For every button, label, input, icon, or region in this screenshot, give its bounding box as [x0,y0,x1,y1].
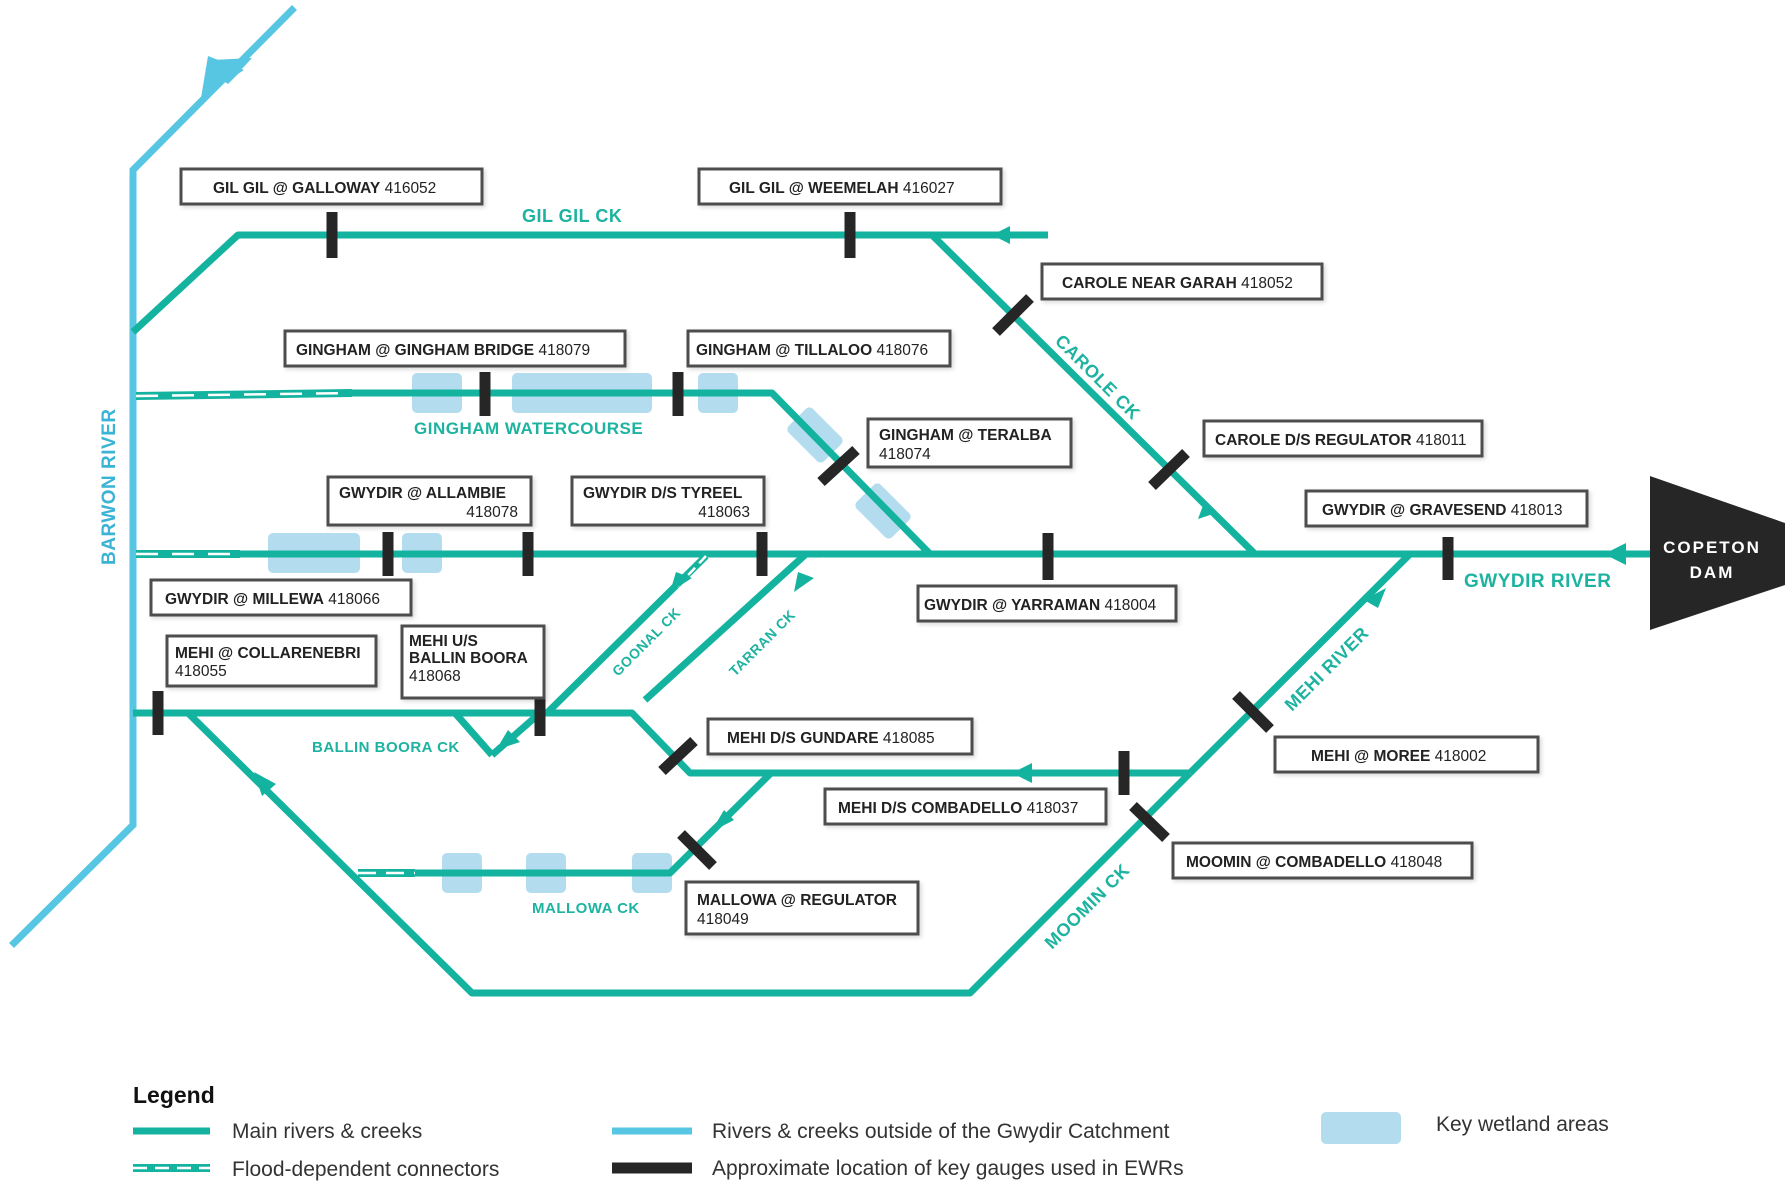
gauge-label-gil-gil-galloway: GIL GIL @ GALLOWAY 416052 [179,167,484,206]
svg-text:BALLIN BOORA: BALLIN BOORA [409,650,528,667]
gauge-label-carole-regulator: CAROLE D/S REGULATOR 418011 [1202,419,1484,458]
goonal-flow-arrow-icon [670,572,692,592]
gauge-label-mehi-gundare: MEHI D/S GUNDARE 418085 [706,717,974,756]
gauge-mehi-gundare [658,736,698,776]
legend-gauges-label: Approximate location of key gauges used … [712,1157,1184,1180]
gauge-label-mallowa-regulator: MALLOWA @ REGULATOR 418049 [684,880,920,936]
legend: Legend Main rivers & creeks Flood-depend… [133,1082,1609,1181]
svg-text:CAROLE D/S REGULATOR 418011: CAROLE D/S REGULATOR 418011 [1215,432,1467,449]
main-rivers [130,231,1700,997]
gauge-label-moomin-combadello: MOOMIN @ COMBADELLO 418048 [1171,841,1474,880]
tarran-flow-arrow-icon [794,572,814,592]
svg-text:418074: 418074 [879,446,931,463]
gauge-label-gingham-bridge: GINGHAM @ GINGHAM BRIDGE 418079 [283,329,627,368]
svg-text:GWYDIR @ MILLEWA 418066: GWYDIR @ MILLEWA 418066 [165,591,380,608]
svg-text:GINGHAM @ GINGHAM BRIDGE 41807: GINGHAM @ GINGHAM BRIDGE 418079 [296,342,590,359]
gauge-carole-regulator [1148,449,1190,490]
mehi-upper-flow-arrow-icon [1364,588,1386,608]
gauge-label-gwydir-millewa: GWYDIR @ MILLEWA 418066 [149,578,413,617]
river-label-carole: CAROLE CK [1051,331,1144,424]
svg-text:GWYDIR @ YARRAMAN 418004: GWYDIR @ YARRAMAN 418004 [924,597,1157,614]
ballin-boora-flow-arrow-icon [496,730,520,750]
copeton-dam: COPETON DAM [1650,476,1785,630]
gauge-label-mehi-combadello: MEHI D/S COMBADELLO 418037 [823,787,1108,826]
gauge-label-mehi-ballin-boora: MEHI U/S BALLIN BOORA 418068 [400,624,546,700]
dam-label-line1: COPETON [1663,538,1761,557]
legend-title: Legend [133,1082,215,1108]
gwydir-flow-arrow-icon [1604,543,1626,565]
svg-text:418068: 418068 [409,668,461,685]
wetland-areas [268,373,911,893]
gauge-carole-garah [992,294,1034,336]
gauge-label-gingham-tillaloo: GINGHAM @ TILLALOO 418076 [686,329,952,368]
gauges [152,212,1454,870]
mehi-lower-flow-arrow-icon [1012,763,1032,783]
svg-text:MOOMIN @ COMBADELLO 418048: MOOMIN @ COMBADELLO 418048 [1186,854,1442,871]
river-label-mallowa: MALLOWA CK [532,900,640,917]
dam-label-line2: DAM [1690,563,1735,582]
barwon-arrowhead-icon [201,56,244,98]
legend-flood-label: Flood-dependent connectors [232,1158,499,1181]
gauge-gingham-teralba [817,445,860,487]
gauge-label-gil-gil-weemelah: GIL GIL @ WEEMELAH 416027 [697,167,1003,206]
flow-arrows [254,226,1626,832]
svg-text:MEHI D/S COMBADELLO 418037: MEHI D/S COMBADELLO 418037 [838,800,1078,817]
svg-text:MEHI @ MOREE 418002: MEHI @ MOREE 418002 [1311,748,1486,765]
river-label-ballin-boora: BALLIN BOORA CK [312,739,460,756]
svg-text:MALLOWA @ REGULATOR: MALLOWA @ REGULATOR [697,892,897,909]
gauge-label-gingham-teralba: GINGHAM @ TERALBA 418074 [866,417,1073,469]
river-label-gwydir: GWYDIR RIVER [1464,571,1611,592]
legend-outside-label: Rivers & creeks outside of the Gwydir Ca… [712,1120,1170,1143]
svg-text:GWYDIR D/S TYREEL: GWYDIR D/S TYREEL [583,485,742,502]
gauge-labels: GIL GIL @ GALLOWAY 416052 GIL GIL @ WEEM… [149,167,1589,936]
svg-text:GIL GIL @ GALLOWAY 416052: GIL GIL @ GALLOWAY 416052 [213,180,436,197]
gil-gil-flow-arrow-icon [992,226,1010,244]
gauge-moomin-combadello [1129,802,1170,842]
svg-text:418055: 418055 [175,663,227,680]
gauge-label-gwydir-gravesend: GWYDIR @ GRAVESEND 418013 [1304,489,1589,528]
gauge-mehi-moree [1232,691,1274,733]
mallowa-flow-arrow-icon [711,810,734,832]
gauge-label-carole-garah: CAROLE NEAR GARAH 418052 [1040,262,1324,301]
gauge-mallowa-regulator [677,830,717,870]
river-label-gingham: GINGHAM WATERCOURSE [414,419,643,438]
svg-text:GINGHAM @ TILLALOO 418076: GINGHAM @ TILLALOO 418076 [696,342,928,359]
svg-text:MEHI D/S GUNDARE 418085: MEHI D/S GUNDARE 418085 [727,730,935,747]
legend-main-label: Main rivers & creeks [232,1120,422,1143]
river-label-barwon: BARWON RIVER [99,408,120,565]
svg-text:GWYDIR @ ALLAMBIE: GWYDIR @ ALLAMBIE [339,485,506,502]
svg-text:418049: 418049 [697,911,749,928]
gauge-label-gwydir-allambie: GWYDIR @ ALLAMBIE 418078 [326,475,533,527]
carole-flow-arrow-icon [1198,500,1216,519]
gauge-label-gwydir-yarraman: GWYDIR @ YARRAMAN 418004 [916,584,1178,623]
gauge-label-mehi-collarenebri: MEHI @ COLLARENEBRI 418055 [165,634,378,688]
svg-text:GIL GIL @ WEEMELAH 416027: GIL GIL @ WEEMELAH 416027 [729,180,955,197]
legend-wetland-swatch [1321,1112,1401,1144]
svg-text:418063: 418063 [698,504,750,521]
svg-text:MEHI U/S: MEHI U/S [409,633,478,650]
barwon-river [9,5,297,948]
svg-text:GWYDIR @ GRAVESEND 418013: GWYDIR @ GRAVESEND 418013 [1322,502,1563,519]
svg-text:MEHI @ COLLARENEBRI: MEHI @ COLLARENEBRI [175,645,361,662]
river-label-gil-gil: GIL GIL CK [522,206,622,226]
legend-wetland-label: Key wetland areas [1436,1113,1609,1136]
svg-text:CAROLE NEAR GARAH 418052: CAROLE NEAR GARAH 418052 [1062,275,1293,292]
gauge-label-mehi-moree: MEHI @ MOREE 418002 [1273,735,1540,774]
gauge-label-gwydir-tyreel: GWYDIR D/S TYREEL 418063 [570,475,766,527]
svg-text:418078: 418078 [466,504,518,521]
southern-loop-flow-arrow-icon [254,772,276,796]
svg-text:GINGHAM @ TERALBA: GINGHAM @ TERALBA [879,427,1052,444]
